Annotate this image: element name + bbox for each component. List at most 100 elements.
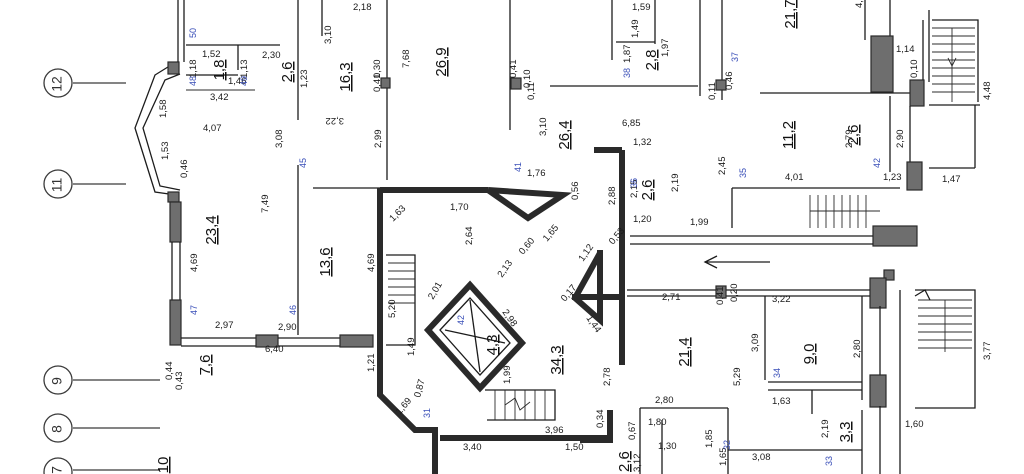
dimension-label-d2-19b: 2,19	[820, 420, 831, 439]
dimension-label-d5-20: 5,20	[387, 300, 398, 319]
area-2-partial: 2,6	[616, 451, 633, 472]
area-labels: 23,4 13,6 1,8 2,6 16,3 26,9 2,8 21,7 26,…	[155, 0, 862, 473]
dimension-label-d0-41b: 0,41	[508, 60, 519, 79]
axis-bubble-11	[43, 169, 73, 199]
dimension-label-d1-50: 1,50	[565, 442, 584, 453]
area-21-7: 21,7	[782, 0, 799, 29]
dimension-label-d2-90b: 2,90	[278, 322, 297, 333]
dimension-label-d1-23b: 1,23	[883, 172, 902, 183]
dimension-label-d1-85: 1,85	[704, 430, 715, 449]
axis-bubble-12	[43, 68, 73, 98]
room-number-r45: 45	[298, 158, 308, 168]
room-number-r34: 34	[772, 368, 782, 378]
area-2-6a: 2,6	[279, 62, 296, 83]
dimension-label-d3-77: 3,77	[982, 342, 993, 361]
dimension-label-d0-46: 0,46	[724, 72, 735, 91]
area-2-6c: 2,6	[639, 180, 656, 201]
room-numbers: 50 48 49 45 47 46 41 38 37 35 42 36 42 3…	[188, 28, 882, 466]
area-10: 10	[155, 457, 172, 474]
area-26-9: 26,9	[433, 47, 450, 76]
dimension-label-d0-87: 0,87	[412, 378, 427, 399]
dimension-label-d1-20: 1,20	[633, 214, 652, 225]
dimension-label-d2-99: 2,99	[373, 130, 384, 149]
stairs-corridor	[809, 195, 880, 228]
dimension-label-d0-10: 0,10	[522, 70, 533, 89]
area-11-2: 11,2	[780, 121, 797, 149]
dimension-label-d1-13: 1,13	[239, 60, 250, 79]
dimension-label-d4-07: 4,07	[203, 123, 222, 134]
room-number-r49: 49	[239, 76, 249, 86]
dimension-label-d1-21: 1,21	[366, 354, 377, 373]
room-number-r35: 35	[738, 168, 748, 178]
dimension-label-d2-01: 2,01	[426, 280, 445, 302]
room-number-r32: 32	[722, 440, 732, 450]
dimension-label-d4-69a: 4,69	[189, 254, 200, 273]
dimension-label-d1-99b: 1,99	[502, 366, 513, 385]
dimension-label-d1-49: 1,49	[630, 20, 641, 39]
dimension-label-d0-34: 0,34	[595, 410, 606, 429]
dimension-label-d1-65b: 1,65	[718, 448, 729, 467]
room-number-r50: 50	[188, 28, 198, 38]
dimension-label-d0-30a: 0,30	[372, 60, 383, 79]
dimension-label-d2-78: 2,78	[602, 368, 613, 387]
dimension-label-d1-53: 1,53	[160, 142, 171, 161]
dimension-label-d3-08b: 3,08	[752, 452, 771, 463]
dimension-label-d4-48: 4,48	[982, 82, 993, 101]
stairs-bottom	[485, 389, 556, 421]
dimension-label-d3-22a: 3,22	[326, 115, 345, 126]
area-21-4: 21,4	[676, 337, 693, 366]
dimension-label-d1-49b: 1,49	[406, 338, 417, 357]
dimension-label-d2-71: 2,71	[662, 292, 681, 303]
dimension-label-d1-63a: 1,63	[387, 203, 408, 224]
axis-bubble-8	[43, 413, 73, 443]
axis-grid: 12 11 9 8 7	[43, 68, 160, 474]
area-23-4: 23,4	[203, 215, 220, 244]
dimension-label-d1-52: 1,52	[202, 49, 221, 60]
area-9-0: 9,0	[801, 344, 818, 365]
dimension-label-d3-10a: 3,10	[323, 26, 334, 45]
dimension-label-d0-60: 0,60	[517, 236, 537, 257]
axis-label-8: 8	[49, 425, 65, 433]
dimension-label-d1-23: 1,23	[299, 70, 310, 89]
outer-walls	[134, 0, 980, 474]
area-34-3: 34,3	[548, 345, 565, 374]
dimension-label-d1-65: 1,65	[541, 223, 561, 244]
area-26-4: 26,4	[556, 120, 573, 149]
dimension-label-d4-01: 4,01	[785, 172, 804, 183]
dimension-label-d1-14: 1,14	[896, 44, 915, 55]
dimension-label-d1-97: 1,97	[660, 39, 671, 58]
dimension-label-d2-45: 2,45	[717, 157, 728, 176]
area-1-8: 1,8	[211, 60, 228, 81]
dimension-label-d7-49: 7,49	[260, 195, 271, 214]
dimension-label-d2-88: 2,88	[607, 187, 618, 206]
dimension-label-d2-13: 2,13	[495, 258, 515, 279]
room-number-r36: 36	[629, 178, 639, 188]
area-2-8: 2,8	[643, 50, 660, 71]
axis-label-7: 7	[49, 466, 65, 474]
dimension-label-d3-10b: 3,10	[538, 118, 549, 137]
dimension-label-d3-96: 3,96	[545, 425, 564, 436]
dimension-label-d3-08: 3,08	[274, 130, 285, 149]
dimension-label-d2-30: 2,30	[262, 50, 281, 61]
room-number-r42b: 42	[456, 315, 466, 325]
area-4-3: 4,3	[484, 335, 501, 356]
dimension-label-d3-42: 3,42	[210, 92, 229, 103]
dimension-label-d3-22b: 3,22	[772, 294, 791, 305]
dimension-label-d1-30: 1,30	[658, 441, 677, 452]
dimension-label-d3-09: 3,09	[750, 334, 761, 353]
stair-core-walls	[377, 147, 625, 474]
room-number-r33: 33	[824, 456, 834, 466]
dimension-label-d1-32: 1,32	[633, 137, 652, 148]
dimension-label-d1-59: 1,59	[632, 2, 651, 13]
room-number-r42: 42	[872, 158, 882, 168]
dimension-label-d0-67: 0,67	[627, 422, 638, 441]
axis-label-12: 12	[49, 76, 65, 92]
dimension-label-d1-63b: 1,63	[772, 396, 791, 407]
dimension-label-d0-11: 0,11	[526, 82, 537, 100]
room-number-r37: 37	[730, 52, 740, 62]
dimension-label-d1-60: 1,60	[905, 419, 924, 430]
room-number-r38: 38	[622, 68, 632, 78]
dimension-label-d0-41a: 0,41	[372, 74, 383, 93]
dimension-label-d1-80: 1,80	[648, 417, 667, 428]
